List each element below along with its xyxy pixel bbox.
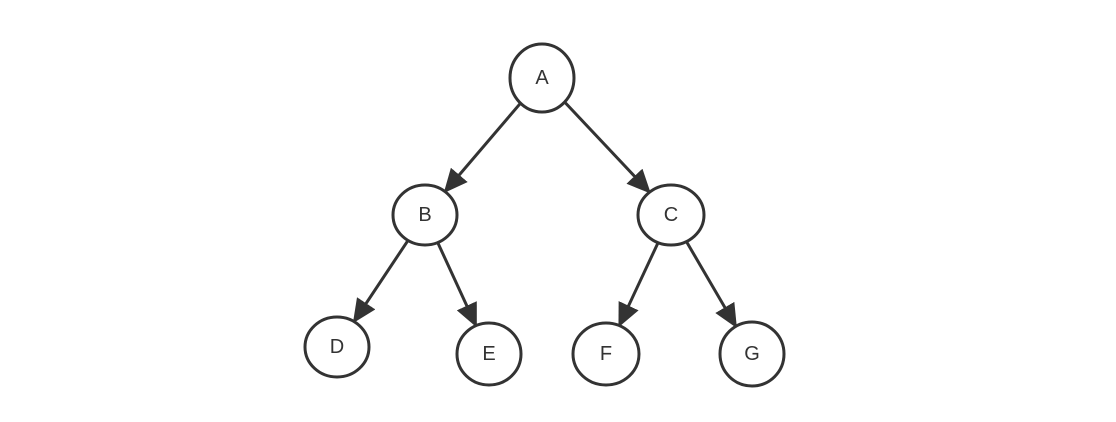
edge-b-to-d (352, 239, 410, 324)
node-g-circle (718, 320, 786, 388)
node-f-label: F (600, 343, 612, 365)
nodes-layer: A B C D E F G (303, 42, 786, 388)
node-e: E (455, 321, 523, 387)
node-b-label: B (418, 204, 431, 226)
node-a-circle (508, 42, 576, 114)
edge-c-to-g (685, 240, 738, 329)
edge-c-to-f (617, 241, 660, 328)
node-d-circle (303, 315, 371, 379)
edge-b-to-e (436, 241, 478, 328)
node-d: D (303, 315, 371, 379)
node-b: B (391, 183, 459, 247)
node-d-label: D (330, 336, 344, 358)
node-f-circle (571, 321, 641, 387)
edges-layer (352, 100, 738, 329)
node-g-label: G (744, 343, 760, 365)
node-b-circle (391, 183, 459, 247)
edge-a-to-c (563, 100, 651, 194)
node-e-label: E (482, 343, 495, 365)
node-e-circle (455, 321, 523, 387)
node-f: F (571, 321, 641, 387)
node-g: G (718, 320, 786, 388)
node-a: A (508, 42, 576, 114)
node-c: C (636, 183, 706, 247)
node-a-label: A (535, 67, 549, 89)
node-c-circle (636, 183, 706, 247)
node-c-label: C (664, 204, 678, 226)
edge-a-to-b (443, 102, 522, 194)
